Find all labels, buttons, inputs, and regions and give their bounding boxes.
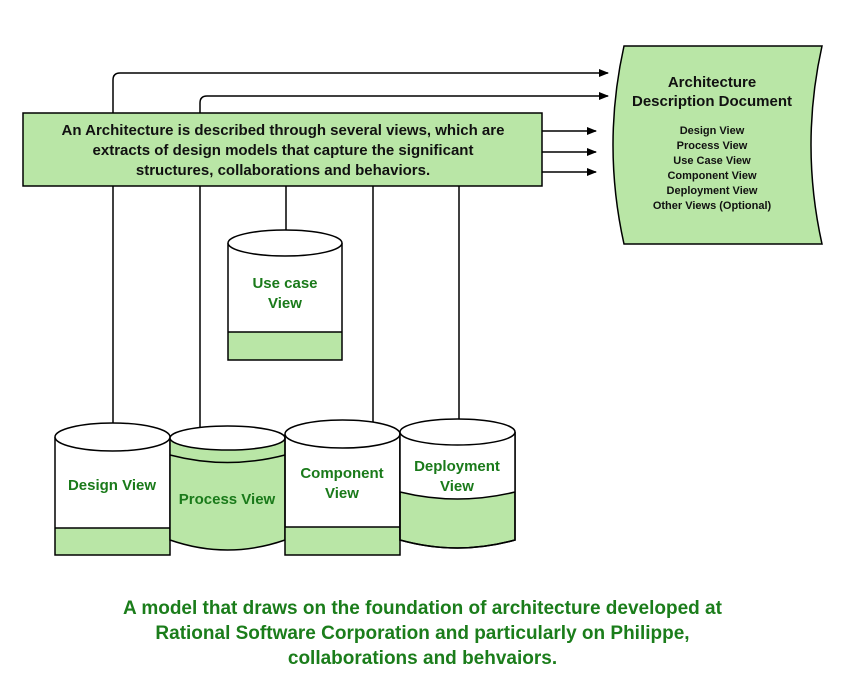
- architecture-description-document: Architecture Description Document Design…: [612, 45, 823, 245]
- document-item: Other Views (Optional): [653, 200, 772, 212]
- document-item: Process View: [677, 140, 748, 152]
- description-line-3: structures, collaborations and behaviors…: [136, 162, 430, 179]
- caption-line-2: Rational Software Corporation and partic…: [155, 623, 690, 644]
- document-item: Use Case View: [673, 155, 751, 167]
- process-view-label: Process View: [179, 491, 276, 508]
- connector-lines: [112, 69, 609, 428]
- use-case-view-label-2: View: [268, 295, 302, 312]
- process-view-cylinder: Process View: [169, 425, 286, 551]
- component-view-label-1: Component: [300, 465, 383, 482]
- document-title-line-1: Architecture: [668, 74, 756, 91]
- use-case-view-label-1: Use case: [252, 275, 317, 292]
- description-line-2: extracts of design models that capture t…: [93, 142, 474, 159]
- design-view-connector: [112, 69, 609, 425]
- component-view-label-2: View: [325, 485, 359, 502]
- process-view-connector: [199, 92, 609, 428]
- component-view-cylinder: Component View: [284, 419, 401, 556]
- caption-line-3: collaborations and behvaiors.: [287, 648, 558, 669]
- description-line-1: An Architecture is described through sev…: [62, 122, 505, 139]
- document-item: Component View: [667, 170, 756, 182]
- caption: A model that draws on the foundation of …: [0, 596, 845, 671]
- deployment-view-label-1: Deployment: [414, 458, 500, 475]
- design-view-cylinder: Design View: [54, 422, 171, 556]
- use-case-view-cylinder: Use case View: [227, 229, 343, 361]
- document-item: Design View: [680, 125, 745, 137]
- deployment-view-cylinder: Deployment View: [399, 418, 516, 549]
- caption-line-1: A model that draws on the foundation of …: [123, 598, 722, 619]
- deployment-view-label-2: View: [440, 478, 474, 495]
- design-view-label: Design View: [68, 477, 156, 494]
- document-title-line-2: Description Document: [632, 93, 792, 110]
- description-box: An Architecture is described through sev…: [22, 112, 543, 187]
- document-item: Deployment View: [667, 185, 758, 197]
